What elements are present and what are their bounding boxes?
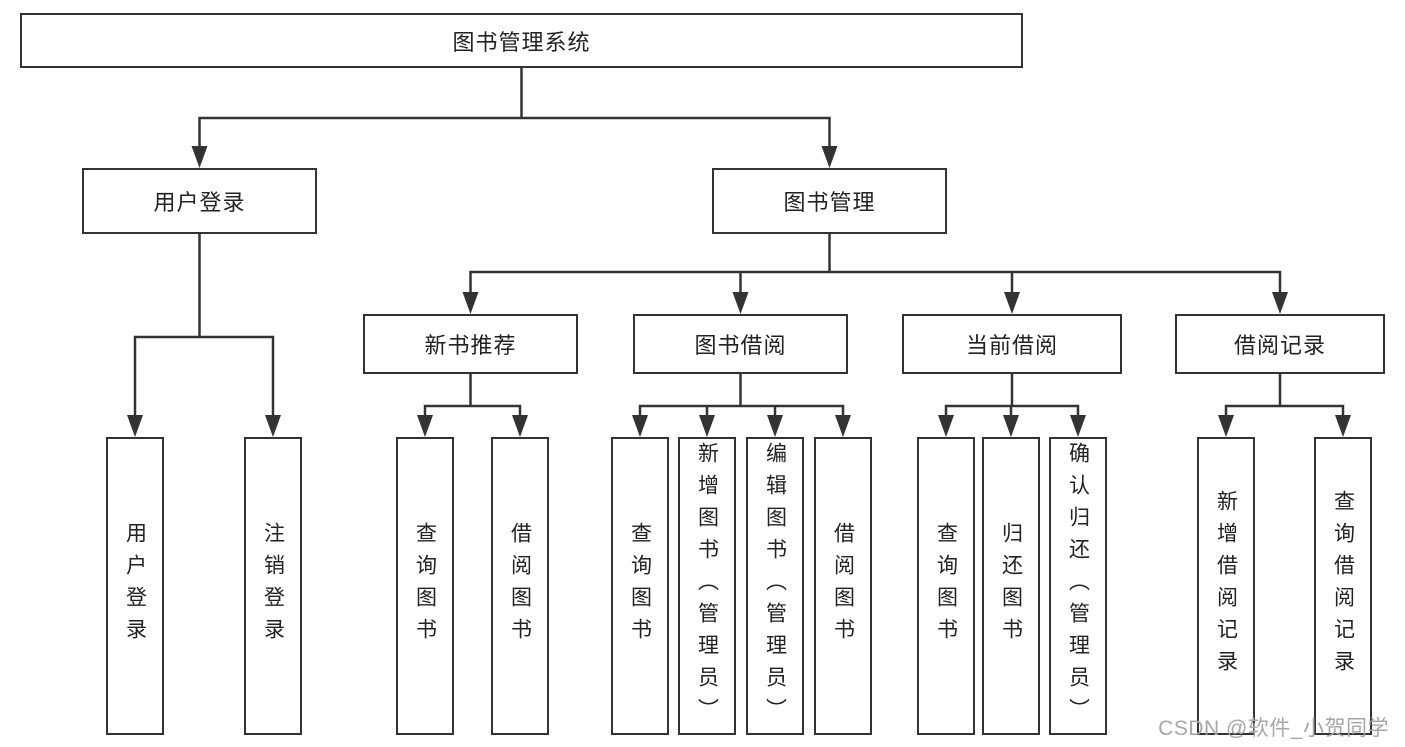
node-label: 当前借阅 (965, 333, 1058, 358)
leaf-user-login: 用户登录 (106, 437, 164, 735)
node-label: 图书管理系统 (452, 29, 591, 55)
leaf-label: 归还图书 (999, 522, 1023, 650)
connector-lines (133, 68, 1345, 415)
leaf-label: 确认归还（管理员） (1066, 442, 1090, 730)
node-label: 借阅记录 (1233, 333, 1326, 358)
leaf-label: 用户登录 (123, 522, 147, 650)
leaf-label: 新增借阅记录 (1214, 490, 1238, 682)
node-borrow-records: 借阅记录 (1175, 314, 1385, 374)
node-current-borrow: 当前借阅 (902, 314, 1122, 374)
leaf-label: 查询图书 (934, 522, 958, 650)
node-book-management: 图书管理 (712, 168, 947, 234)
csdn-watermark: CSDN @软件_小贺同学 (1158, 717, 1389, 740)
node-user-login: 用户登录 (82, 168, 317, 234)
node-book-borrow: 图书借阅 (633, 314, 848, 374)
leaf-confirm-return-admin: 确认归还（管理员） (1049, 437, 1107, 735)
leaf-query-book-borrow: 查询图书 (611, 437, 669, 735)
leaf-add-borrow-record: 新增借阅记录 (1197, 437, 1255, 735)
node-label: 新书推荐 (424, 333, 517, 358)
node-label: 图书管理 (783, 190, 876, 215)
node-label: 用户登录 (153, 190, 246, 215)
leaf-label: 借阅图书 (508, 522, 532, 650)
leaf-query-book-current: 查询图书 (917, 437, 975, 735)
leaf-label: 借阅图书 (831, 522, 855, 650)
leaf-add-book-admin: 新增图书（管理员） (678, 437, 736, 735)
leaf-label: 查询图书 (628, 522, 652, 650)
node-label: 图书借阅 (694, 333, 787, 358)
leaf-borrow-book: 借阅图书 (814, 437, 872, 735)
leaf-edit-book-admin: 编辑图书（管理员） (746, 437, 804, 735)
leaf-logout: 注销登录 (244, 437, 302, 735)
leaf-query-borrow-record: 查询借阅记录 (1314, 437, 1372, 735)
leaf-return-book: 归还图书 (982, 437, 1040, 735)
leaf-label: 查询借阅记录 (1331, 490, 1355, 682)
node-library-management-system: 图书管理系统 (20, 13, 1023, 68)
leaf-label: 新增图书（管理员） (695, 442, 719, 730)
leaf-label: 查询图书 (413, 522, 437, 650)
leaf-borrow-book-recommend: 借阅图书 (491, 437, 549, 735)
node-new-book-recommend: 新书推荐 (363, 314, 578, 374)
leaf-label: 编辑图书（管理员） (763, 442, 787, 730)
leaf-query-book-recommend: 查询图书 (396, 437, 454, 735)
leaf-label: 注销登录 (261, 522, 285, 650)
